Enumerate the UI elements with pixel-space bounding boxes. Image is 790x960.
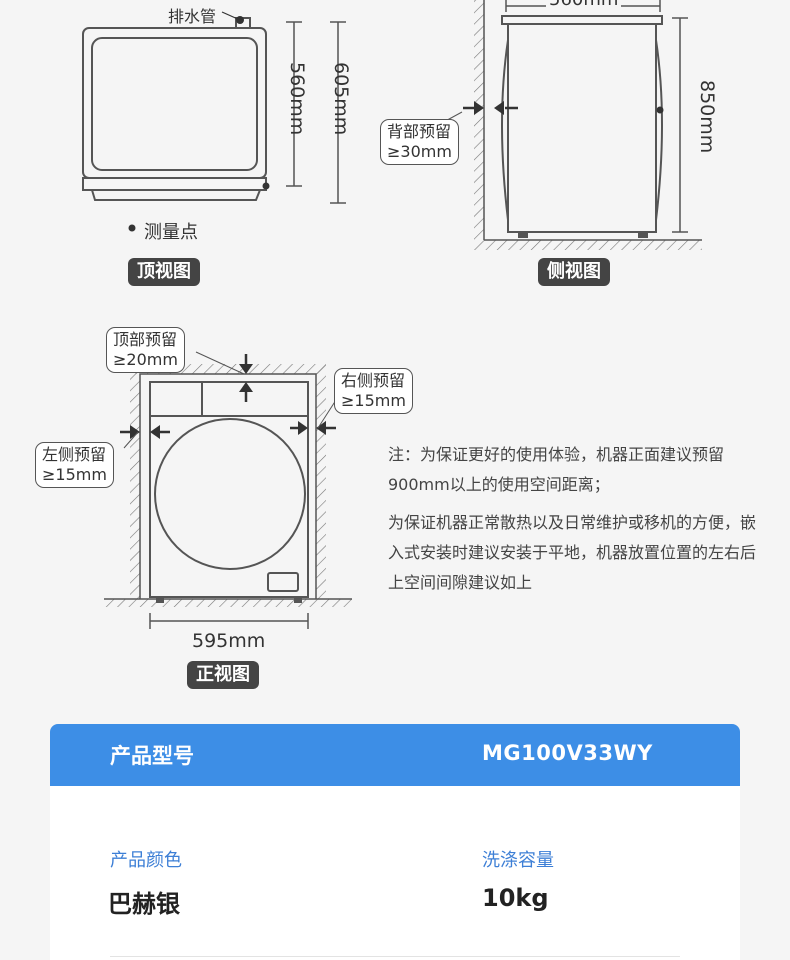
spec-divider: [110, 956, 680, 957]
left-reserve-callout: 左侧预留 ≥15mm: [35, 442, 114, 488]
spec-header-row: 产品型号 MG100V33WY: [50, 724, 740, 786]
model-value: MG100V33WY: [482, 741, 653, 765]
front-dim-595-label: 595mm: [192, 630, 266, 652]
top-view-drawing: [82, 11, 346, 232]
left-reserve-title: 左侧预留: [42, 445, 107, 464]
measure-point-dot: [128, 224, 136, 232]
top-dim-560-label: 560mm: [286, 62, 308, 136]
spec-body: 产品颜色 巴赫银 洗涤容量 10kg: [50, 786, 740, 960]
back-reserve-value: ≥30mm: [387, 142, 452, 161]
top-reserve-title: 顶部预留: [113, 330, 178, 349]
right-reserve-callout: 右侧预留 ≥15mm: [334, 368, 413, 414]
side-view-drawing: [439, 0, 702, 250]
top-dim-605-label: 605mm: [330, 62, 352, 136]
side-dim-560-label: 560mm: [546, 0, 622, 10]
color-value: 巴赫银: [108, 890, 180, 918]
color-key: 产品颜色: [110, 850, 182, 871]
front-view-drawing: [104, 351, 352, 629]
note-clearance: 为保证机器正常散热以及日常维护或移机的方便，嵌入式安装时建议安装于平地，机器放置…: [388, 513, 757, 592]
back-reserve-title: 背部预留: [387, 122, 452, 141]
drain-pipe-label: 排水管: [168, 7, 217, 26]
installation-diagram: [82, 0, 702, 629]
side-dim-850-label: 850mm: [696, 80, 718, 154]
top-view-title: 顶视图: [128, 258, 200, 286]
measure-point-label: 测量点: [144, 222, 198, 243]
capacity-value: 10kg: [482, 884, 549, 912]
model-key: 产品型号: [110, 744, 194, 768]
top-reserve-value: ≥20mm: [113, 350, 178, 369]
top-reserve-callout: 顶部预留 ≥20mm: [106, 327, 185, 373]
right-reserve-title: 右侧预留: [341, 371, 406, 390]
front-view-title: 正视图: [187, 661, 259, 689]
side-view-title: 侧视图: [538, 258, 610, 286]
note-front-space: 注：为保证更好的使用体验，机器正面建议预留900mm以上的使用空间距离；: [388, 445, 725, 494]
left-reserve-value: ≥15mm: [42, 465, 107, 484]
capacity-key: 洗涤容量: [482, 850, 554, 871]
back-reserve-callout: 背部预留 ≥30mm: [380, 119, 459, 165]
right-reserve-value: ≥15mm: [341, 391, 406, 410]
